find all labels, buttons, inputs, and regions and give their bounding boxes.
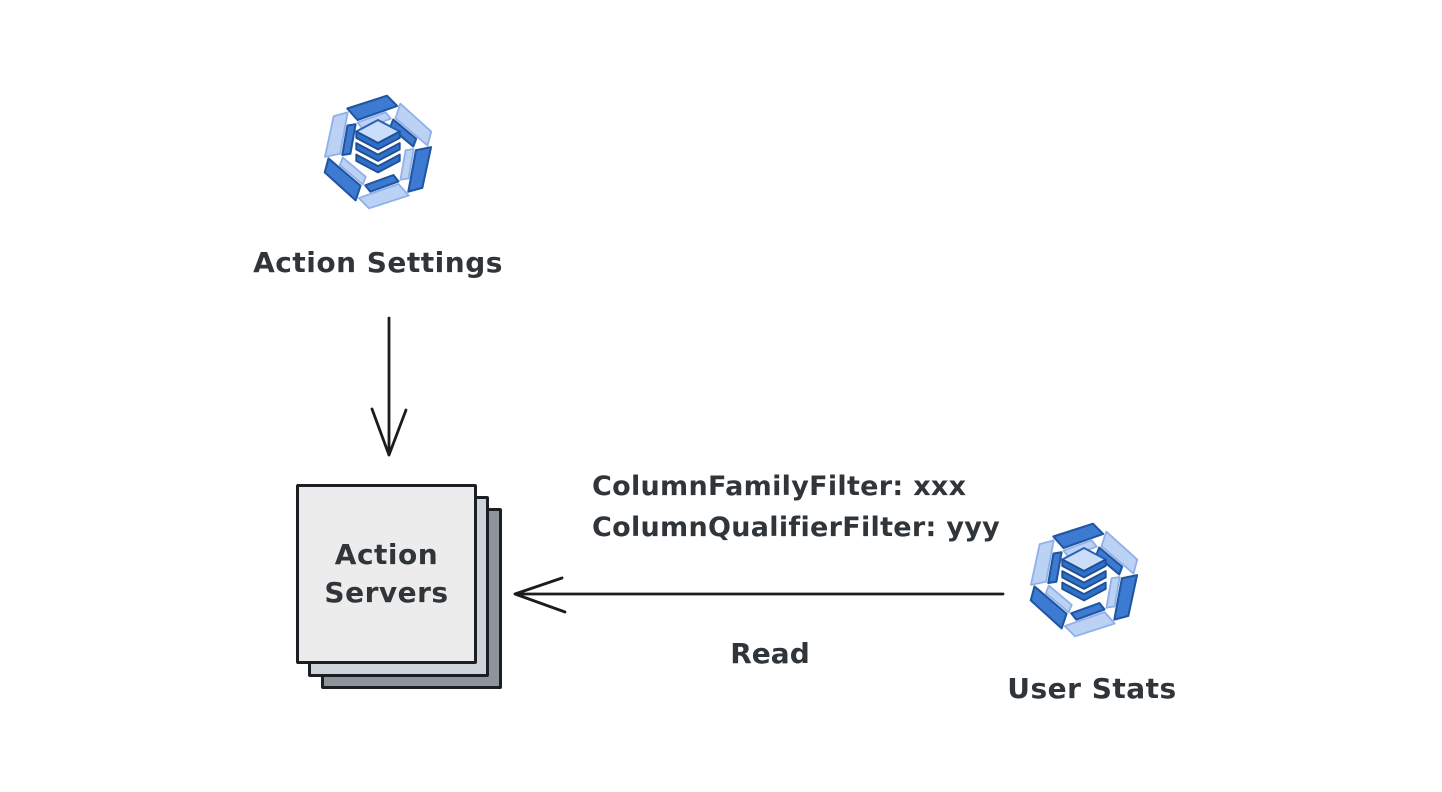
node-label-user-stats: User Stats [1007, 672, 1177, 705]
node-label-action-settings: Action Settings [253, 246, 503, 279]
annotation-line-columnfamilyfilter: ColumnFamilyFilter: xxx [592, 471, 967, 502]
node-action-settings[interactable]: Action Settings [253, 78, 502, 279]
node-label-action-servers-line1: Action [334, 538, 439, 571]
hbase-logo-icon [314, 78, 442, 226]
annotation-line-columnqualifierfilter: ColumnQualifierFilter: yyy [592, 512, 1001, 543]
edge-label-read: Read [730, 637, 810, 670]
node-label-action-servers-line2: Servers [324, 576, 449, 609]
edge-annotation-filters: ColumnFamilyFilter: xxx ColumnQualifierF… [592, 466, 1000, 548]
stack-layer-front: Action Servers [296, 484, 477, 664]
node-user-stats[interactable]: User Stats [1007, 506, 1176, 706]
arrow-settings-to-servers[interactable] [361, 315, 417, 460]
hbase-logo-icon [1020, 506, 1148, 654]
arrow-read-user-stats-to-servers[interactable] [507, 570, 1007, 620]
